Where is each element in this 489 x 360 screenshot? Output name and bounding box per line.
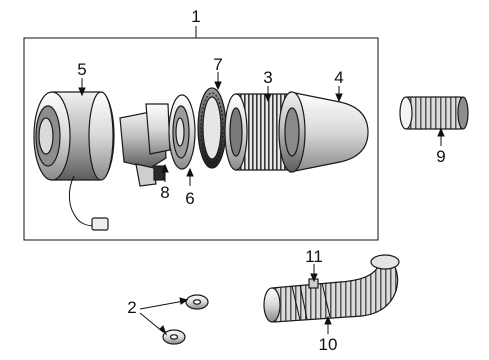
part-6-ring: [168, 94, 196, 170]
part-7-gasket: [197, 87, 227, 169]
part-4-cover: [278, 91, 369, 173]
callout-5: 5: [77, 60, 86, 79]
callout-labels: 1 5 7 3 4 8 6 9 2 11 10: [77, 7, 445, 354]
callout-2: 2: [127, 298, 136, 317]
part-10-intake-hose: [263, 254, 400, 323]
leader-lines: [78, 26, 445, 336]
callout-9: 9: [436, 147, 445, 166]
callout-6: 6: [185, 189, 194, 208]
part-9-coupler: [399, 96, 469, 130]
part-5-motor-housing: [33, 91, 115, 231]
callout-3: 3: [263, 68, 272, 87]
assembly-frame: [23, 37, 379, 241]
callout-10: 10: [319, 335, 338, 354]
callout-4: 4: [334, 68, 343, 87]
callout-8: 8: [160, 183, 169, 202]
part-2-washers: [162, 294, 209, 345]
callout-1: 1: [191, 7, 200, 26]
part-8-bracket: [119, 103, 171, 187]
callout-7: 7: [213, 55, 222, 74]
callout-11: 11: [305, 247, 323, 266]
